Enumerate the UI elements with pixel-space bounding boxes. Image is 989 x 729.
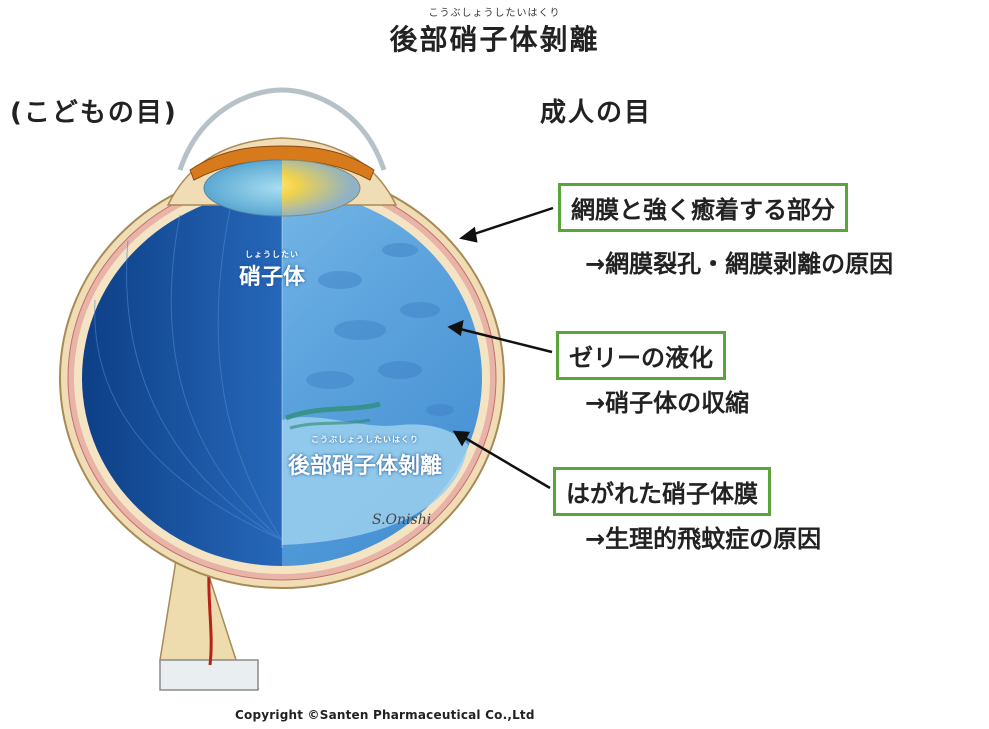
title-ruby: こうぶしょうしたいはくり [428, 8, 561, 19]
callout-liquefaction-note: →硝子体の収縮 [585, 389, 750, 417]
vitreous-label: 硝子体 [238, 265, 305, 290]
cornea [177, 87, 387, 171]
child-eye-label: (こどもの目) [10, 98, 178, 128]
callout-liquefaction: ゼリーの液化 [556, 331, 726, 380]
callout-adhesion-note: →網膜裂孔・網膜剥離の原因 [585, 250, 894, 278]
lens-adult [282, 159, 361, 217]
anterior-segment [166, 87, 398, 217]
vitreous-child [82, 190, 282, 566]
page-title: 後部硝子体剝離 [389, 23, 600, 56]
pointer-arrows [447, 206, 554, 490]
callout-adhesion: 網膜と強く癒着する部分 [558, 183, 848, 232]
callout-detached-membrane-note: →生理的飛蚊症の原因 [585, 525, 822, 553]
copyright-notice: Copyright ©Santen Pharmaceutical Co.,Ltd [235, 708, 535, 722]
pvd-ruby: こうぶしょうしたいはくり [311, 435, 419, 444]
pvd-label: 後部硝子体剝離 [287, 454, 442, 479]
adult-eye-label: 成人の目 [540, 98, 653, 128]
callout-detached-membrane: はがれた硝子体膜 [553, 467, 771, 516]
vitreous-ruby: しょうしたい [245, 250, 299, 259]
detached-vitreous-membrane [282, 417, 468, 545]
lens-child [203, 159, 282, 217]
artist-signature: S.Onishi [372, 512, 432, 528]
